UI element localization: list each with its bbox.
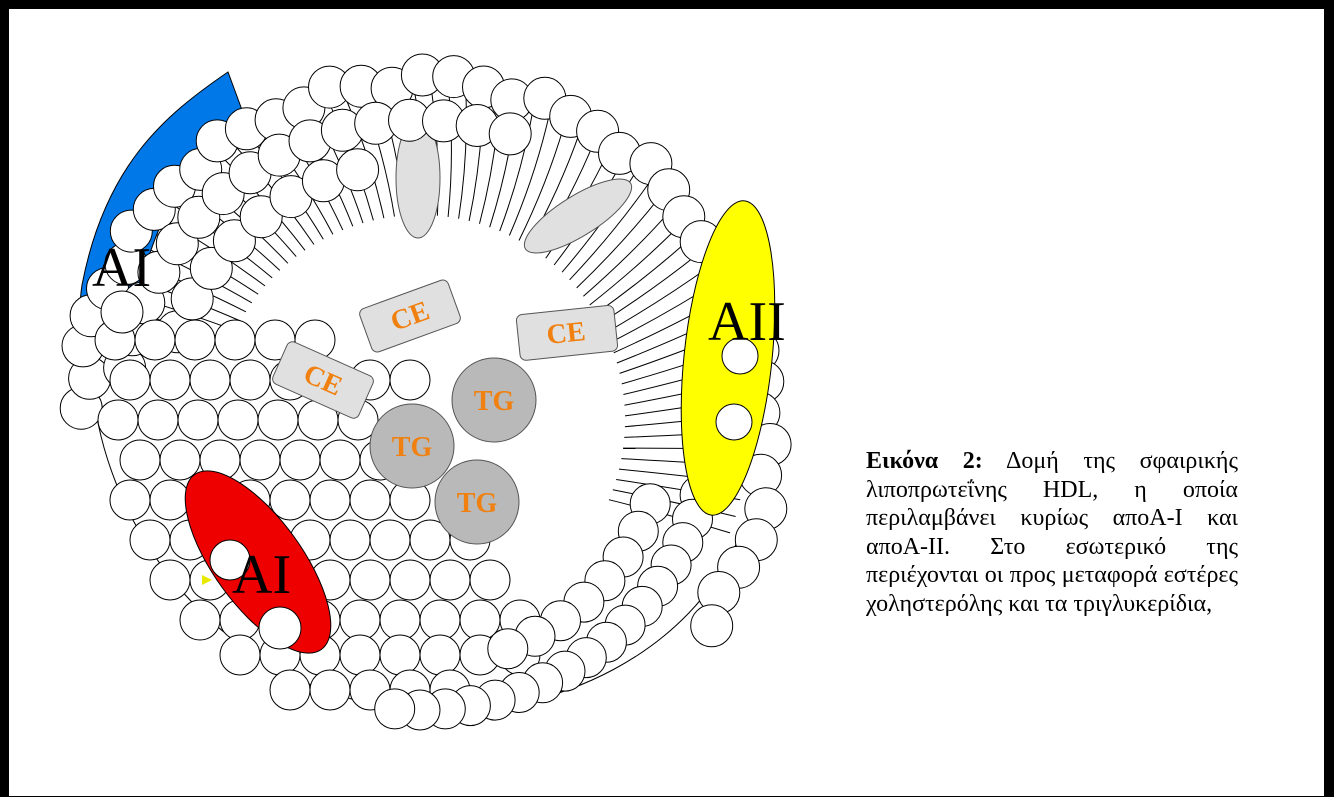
phospholipid-head — [310, 670, 350, 710]
phospholipid-head — [330, 520, 370, 560]
tg-label-3: TG — [457, 488, 498, 519]
phospholipid-head — [180, 600, 220, 640]
phospholipid-head — [350, 480, 390, 520]
phospholipid-head — [178, 400, 218, 440]
phospholipid-head — [310, 480, 350, 520]
phospholipid-head — [130, 520, 170, 560]
phospholipid-head — [380, 600, 420, 640]
tg-label-2: TG — [392, 432, 433, 463]
figure-caption: Εικόνα 2: Δομή της σφαιρικής λιποπρωτεΐν… — [866, 447, 1238, 619]
phospholipid-head — [691, 605, 733, 647]
phospholipid-head — [240, 440, 280, 480]
caption-label: Εικόνα 2: — [866, 448, 983, 474]
phospholipid-head — [340, 635, 380, 675]
phospholipid-head — [390, 560, 430, 600]
phospholipid-head — [380, 635, 420, 675]
phospholipid-head — [150, 480, 190, 520]
lipid-tail — [601, 250, 703, 323]
phospholipid-head — [320, 440, 360, 480]
phospholipid-head — [420, 635, 460, 675]
phospholipid-head — [220, 635, 260, 675]
phospholipid-head — [218, 400, 258, 440]
phospholipid-head — [337, 149, 379, 191]
phospholipid-head — [259, 607, 301, 649]
phospholipid-head — [110, 480, 150, 520]
phospholipid-head — [470, 560, 510, 600]
phospholipid-head — [340, 600, 380, 640]
lipid-tail — [590, 221, 684, 305]
phospholipid-head — [175, 320, 215, 360]
phospholipid-head — [270, 670, 310, 710]
apoa1-top-label: AI — [92, 237, 151, 299]
phospholipid-head — [98, 400, 138, 440]
phospholipid-head — [420, 600, 460, 640]
phospholipid-head — [258, 400, 298, 440]
phospholipid-head — [120, 440, 160, 480]
phospholipid-head — [375, 689, 415, 729]
phospholipid-head — [280, 440, 320, 480]
ce-box-1: CE — [358, 278, 462, 353]
phospholipid-head — [350, 560, 390, 600]
phospholipid-head — [230, 360, 270, 400]
apoa2-label: AII — [708, 291, 786, 353]
phospholipid-head — [110, 360, 150, 400]
phospholipid-head — [489, 113, 531, 155]
phospholipid-head — [488, 629, 528, 669]
phospholipid-head — [370, 520, 410, 560]
tg-label-1: TG — [474, 386, 515, 417]
phospholipid-head — [150, 560, 190, 600]
phospholipid-head — [160, 440, 200, 480]
phospholipid-head — [150, 360, 190, 400]
phospholipid-head — [190, 360, 230, 400]
apoa1-bottom-label: AI — [232, 544, 291, 606]
phospholipid-head — [135, 320, 175, 360]
phospholipid-head — [138, 400, 178, 440]
ce-label-2: CE — [545, 316, 587, 351]
ce-ellipse-right — [515, 166, 641, 266]
ce-box-2: CE — [516, 305, 618, 361]
lipid-tail — [596, 236, 694, 315]
phospholipid-head — [390, 360, 430, 400]
phospholipid-head — [430, 560, 470, 600]
apoa2-lipid-head — [716, 404, 752, 440]
phospholipid-head — [215, 320, 255, 360]
